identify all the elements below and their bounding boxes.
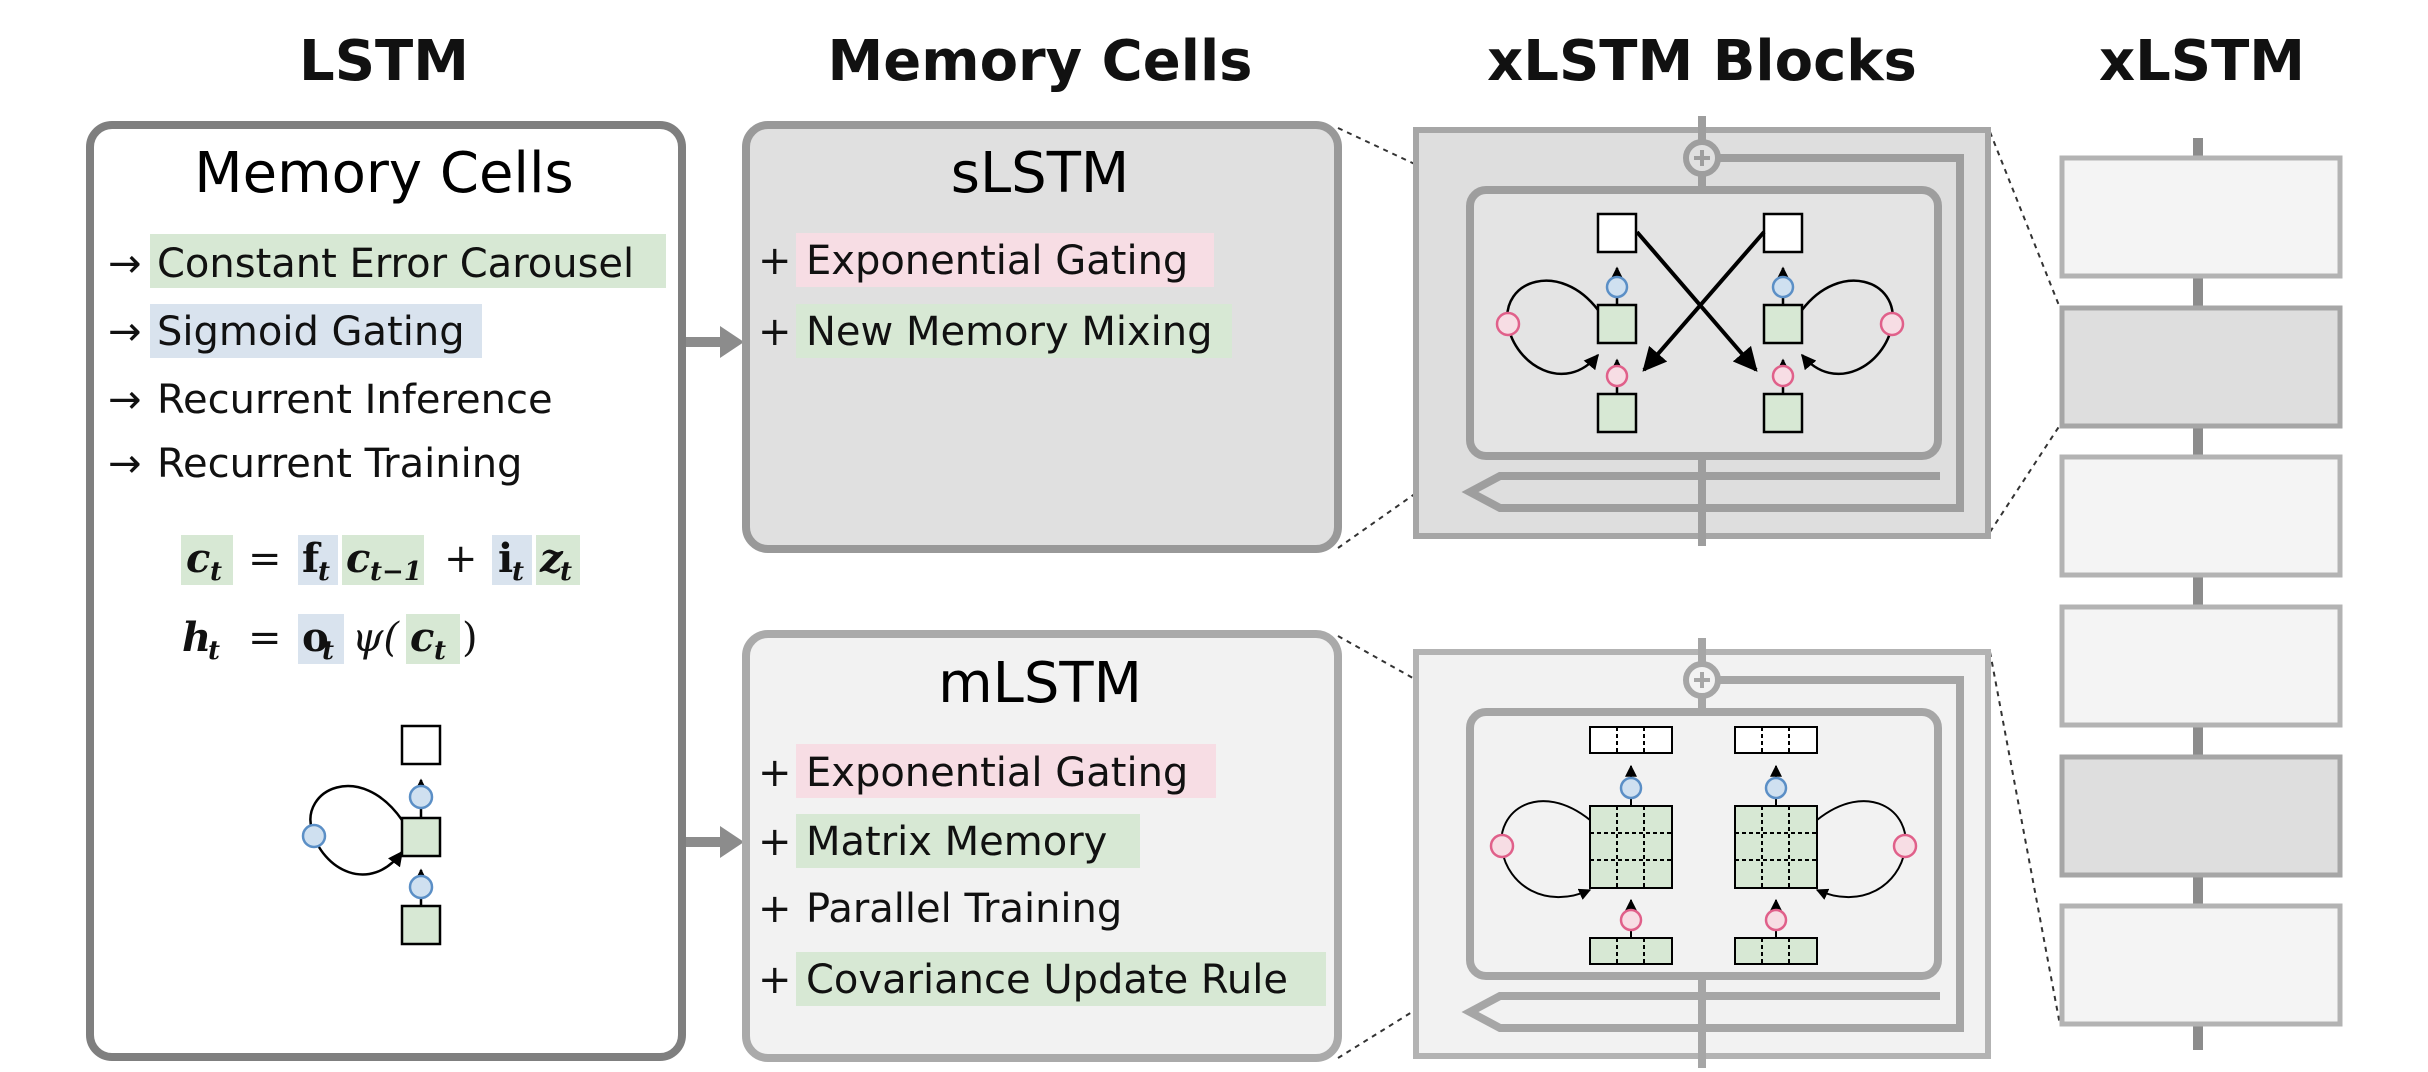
arrow-right-icon — [720, 826, 744, 858]
svg-text:t: t — [434, 636, 446, 666]
mlstm-panel-title: mLSTM — [938, 651, 1142, 716]
mlstm-item-label: Exponential Gating — [806, 750, 1188, 796]
lstm-panel-title: Memory Cells — [194, 141, 573, 206]
xlstm-stack — [2059, 138, 2343, 1050]
svg-text:z: z — [539, 535, 564, 582]
svg-text:t: t — [512, 557, 524, 587]
highlight-sigmoid-gating — [150, 304, 482, 358]
svg-text:o: o — [302, 614, 329, 661]
svg-text:ψ(: ψ( — [352, 615, 400, 661]
lstm-item-label: Recurrent Training — [157, 441, 522, 487]
header-xlstm: xLSTM — [2099, 29, 2305, 94]
lstm-item-label: Sigmoid Gating — [157, 309, 465, 355]
svg-text:+: + — [758, 238, 792, 284]
xlstm-block-mlstm — [2059, 454, 2343, 578]
mlstm-item-label: Parallel Training — [806, 886, 1122, 932]
svg-text:c: c — [186, 535, 210, 582]
svg-text:c: c — [410, 614, 434, 661]
arrow-right-icon: → — [108, 377, 142, 423]
lstm-panel: Memory Cells → Constant Error Carousel →… — [86, 121, 686, 1061]
xlstm-block-mlstm — [2059, 155, 2343, 279]
xlstm-block-mlstm — [2059, 604, 2343, 728]
slstm-block — [1413, 116, 1991, 546]
svg-text:+: + — [444, 536, 478, 582]
slstm-panel: sLSTM + Exponential Gating + New Memory … — [742, 121, 1342, 553]
arrow-right-icon: → — [108, 241, 142, 287]
svg-text:=: = — [248, 615, 282, 661]
slstm-item-label: New Memory Mixing — [806, 309, 1213, 355]
svg-text:h: h — [182, 614, 211, 661]
xlstm-block-slstm — [2059, 754, 2343, 878]
header-memory-cells: Memory Cells — [828, 29, 1253, 94]
xlstm-block-mlstm — [2059, 903, 2343, 1027]
arrow-right-icon — [720, 326, 744, 358]
svg-text:i: i — [498, 535, 513, 582]
lstm-cell-diagram — [301, 724, 442, 946]
lstm-item-label: Constant Error Carousel — [157, 241, 634, 287]
header-lstm: LSTM — [299, 29, 469, 94]
svg-text:t: t — [210, 557, 222, 587]
svg-text:f: f — [302, 535, 322, 582]
svg-text:+: + — [758, 750, 792, 796]
svg-text:+: + — [758, 886, 792, 932]
lstm-to-cells-arrows — [686, 326, 744, 858]
svg-text:+: + — [758, 819, 792, 865]
highlight-constant-error-carousel — [150, 234, 666, 288]
mlstm-item-label: Covariance Update Rule — [806, 957, 1288, 1003]
svg-text:=: = — [248, 536, 282, 582]
header-xlstm-blocks: xLSTM Blocks — [1487, 29, 1917, 94]
equation-hidden-state: h t = o t ψ( c t ) — [182, 614, 478, 666]
mlstm-item-label: Matrix Memory — [806, 819, 1107, 865]
slstm-item-label: Exponential Gating — [806, 238, 1188, 284]
slstm-panel-title: sLSTM — [951, 141, 1129, 206]
arrow-right-icon: → — [108, 441, 142, 487]
xlstm-block-slstm — [2059, 305, 2343, 429]
svg-text:): ) — [462, 615, 478, 661]
equation-cell-state: c t = f t c t−1 + i t z t — [181, 535, 580, 587]
svg-text:t: t — [560, 557, 572, 587]
mlstm-panel: mLSTM + Exponential Gating + Matrix Memo… — [742, 630, 1342, 1062]
column-headers: LSTM Memory Cells xLSTM Blocks xLSTM — [299, 29, 2305, 94]
svg-text:c: c — [346, 535, 370, 582]
svg-text:+: + — [758, 309, 792, 355]
lstm-item-label: Recurrent Inference — [157, 377, 553, 423]
arrow-right-icon: → — [108, 309, 142, 355]
mlstm-block — [1413, 638, 1991, 1068]
svg-text:+: + — [758, 957, 792, 1003]
svg-text:t: t — [322, 636, 334, 666]
svg-text:t−1: t−1 — [370, 557, 422, 587]
svg-text:t: t — [208, 636, 220, 666]
svg-text:t: t — [318, 557, 330, 587]
